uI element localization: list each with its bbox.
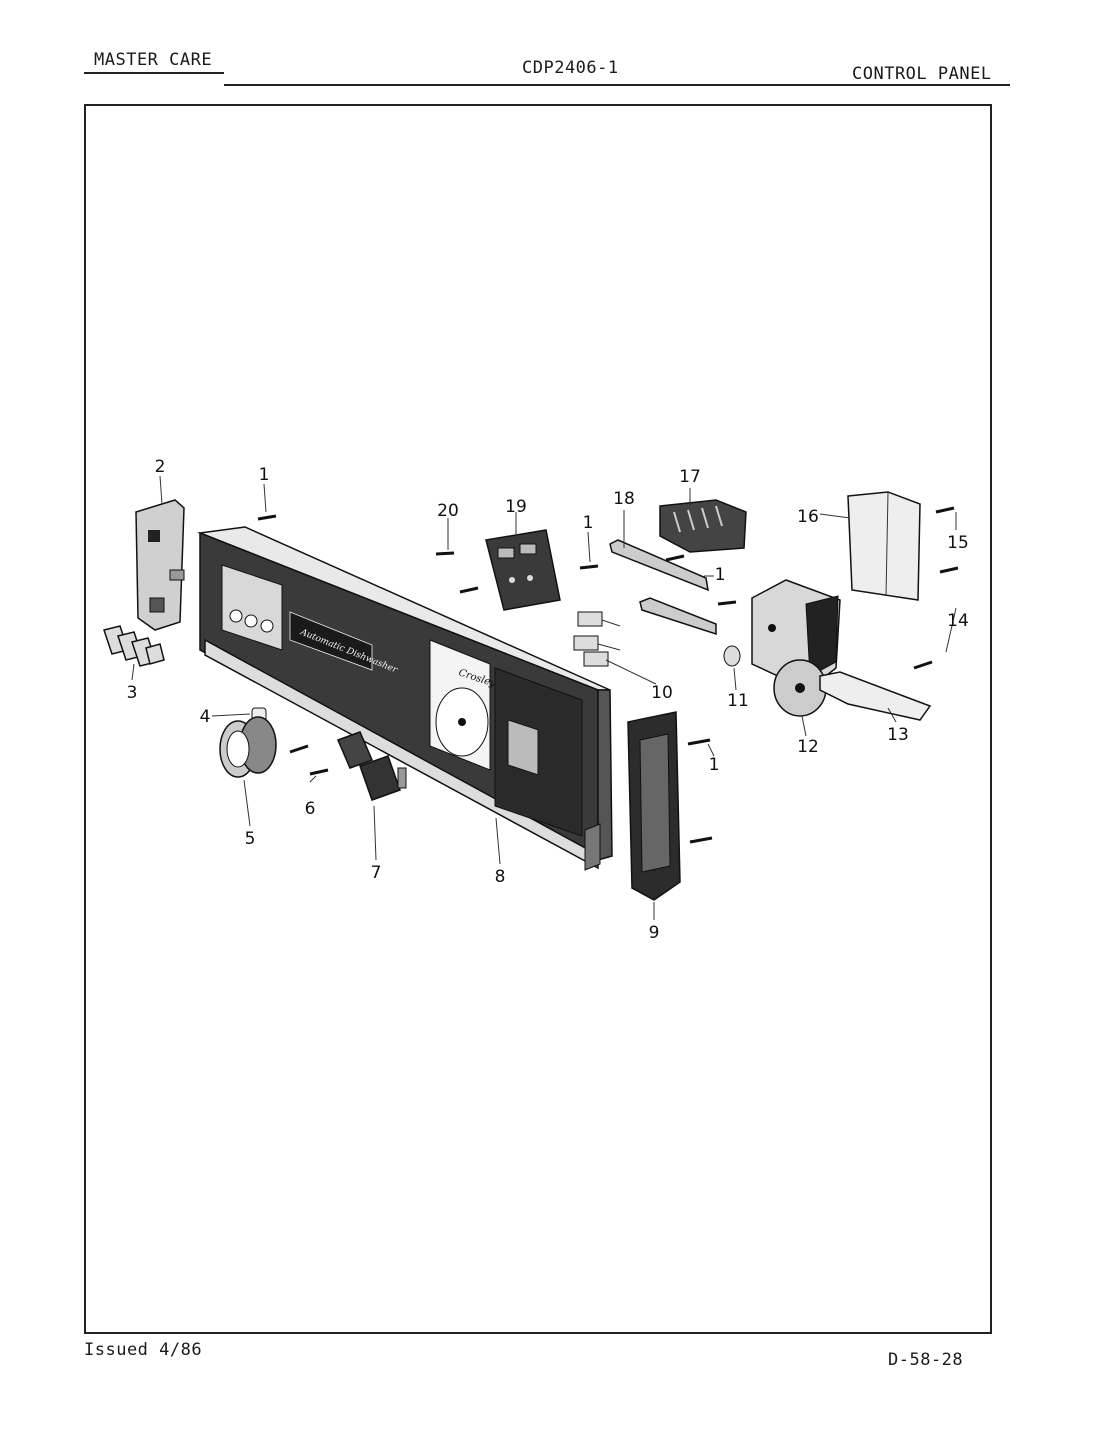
callout-8: 8: [495, 867, 506, 887]
callout-3: 3: [127, 683, 138, 703]
bracket-part: [609, 539, 717, 636]
callout-14: 14: [947, 611, 969, 631]
header-section-title: CONTROL PANEL: [852, 64, 992, 84]
callout-2: 2: [155, 457, 166, 477]
callout-10: 10: [651, 683, 673, 703]
callout-9: 9: [649, 923, 660, 943]
circuit-board-part: [485, 529, 561, 611]
header-model: CDP2406-1: [522, 58, 619, 78]
callout-17: 17: [679, 467, 701, 487]
spacer-part: [723, 645, 741, 667]
callout-1: 1: [259, 465, 270, 485]
screw-parts: [257, 506, 959, 844]
callout-6: 6: [305, 799, 316, 819]
callout-16: 16: [797, 507, 819, 527]
callout-1: 1: [709, 755, 720, 775]
callout-1: 1: [715, 565, 726, 585]
footer-issued-date: Issued 4/86: [84, 1340, 203, 1360]
leader-lines: [131, 475, 957, 920]
cover-part: [847, 491, 921, 601]
callout-5: 5: [245, 829, 256, 849]
callout-4: 4: [200, 707, 211, 727]
header-left-rule: [84, 72, 224, 74]
callout-7: 7: [371, 863, 382, 883]
callout-15: 15: [947, 533, 969, 553]
end-bracket-part: [135, 499, 185, 631]
diagram-frame: [84, 104, 992, 1334]
callout-11: 11: [727, 691, 749, 711]
switch-part: [336, 731, 407, 801]
callout-13: 13: [887, 725, 909, 745]
control-panel-part: Automatic Dishwasher Crosley: [197, 526, 613, 871]
footer-page-code: D-58-28: [888, 1350, 964, 1370]
callout-18: 18: [613, 489, 635, 509]
timer-part: [751, 579, 841, 717]
knob-part: [219, 716, 277, 778]
callout-19: 19: [505, 497, 527, 517]
callout-12: 12: [797, 737, 819, 757]
header-left: MASTER CARE: [94, 50, 213, 70]
callout-20: 20: [437, 501, 459, 521]
header-rule: [224, 84, 1010, 86]
clips-part: [103, 625, 165, 667]
side-handle-part: [627, 711, 681, 901]
callout-1: 1: [583, 513, 594, 533]
terminal-block-part: [659, 499, 747, 553]
mounting-bracket-part: [819, 671, 932, 721]
connector-part: [573, 611, 621, 667]
